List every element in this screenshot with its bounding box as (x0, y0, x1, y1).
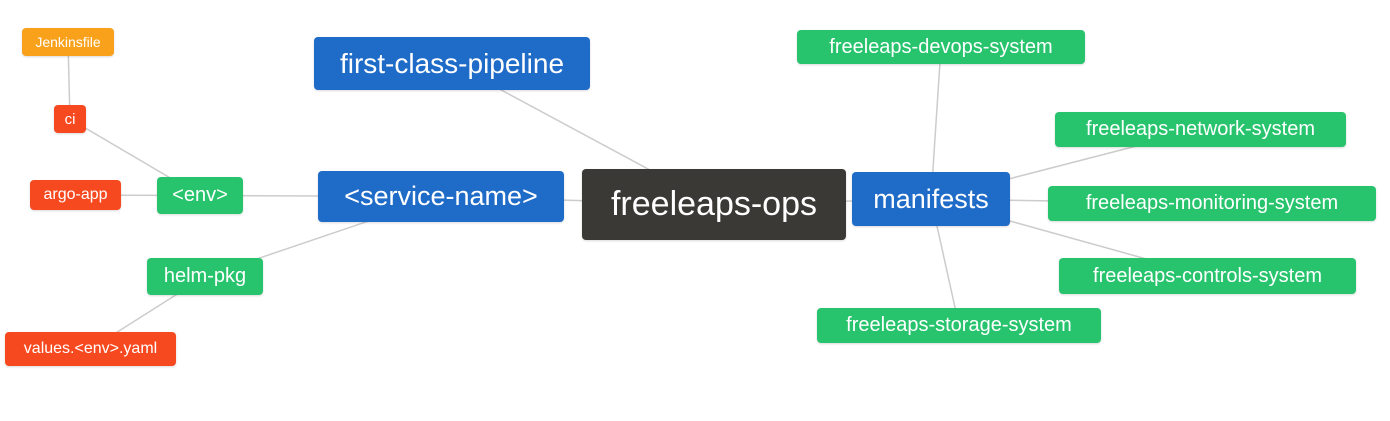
node-freeleaps-monitoring-system[interactable]: freeleaps-monitoring-system (1048, 186, 1376, 221)
node-freeleaps-network-system[interactable]: freeleaps-network-system (1055, 112, 1346, 147)
node-helm-pkg[interactable]: helm-pkg (147, 258, 263, 295)
node-ci[interactable]: ci (54, 105, 86, 133)
node-env[interactable]: <env> (157, 177, 243, 214)
node-argo-app[interactable]: argo-app (30, 180, 121, 210)
node-manifests[interactable]: manifests (852, 172, 1010, 226)
node-first-class-pipeline[interactable]: first-class-pipeline (314, 37, 590, 90)
node-jenkinsfile[interactable]: Jenkinsfile (22, 28, 114, 56)
node-freeleaps-ops[interactable]: freeleaps-ops (582, 169, 846, 240)
node-freeleaps-controls-system[interactable]: freeleaps-controls-system (1059, 258, 1356, 294)
node-service-name[interactable]: <service-name> (318, 171, 564, 222)
node-freeleaps-storage-system[interactable]: freeleaps-storage-system (817, 308, 1101, 343)
node-values-env-yaml[interactable]: values.<env>.yaml (5, 332, 176, 366)
node-freeleaps-devops-system[interactable]: freeleaps-devops-system (797, 30, 1085, 64)
